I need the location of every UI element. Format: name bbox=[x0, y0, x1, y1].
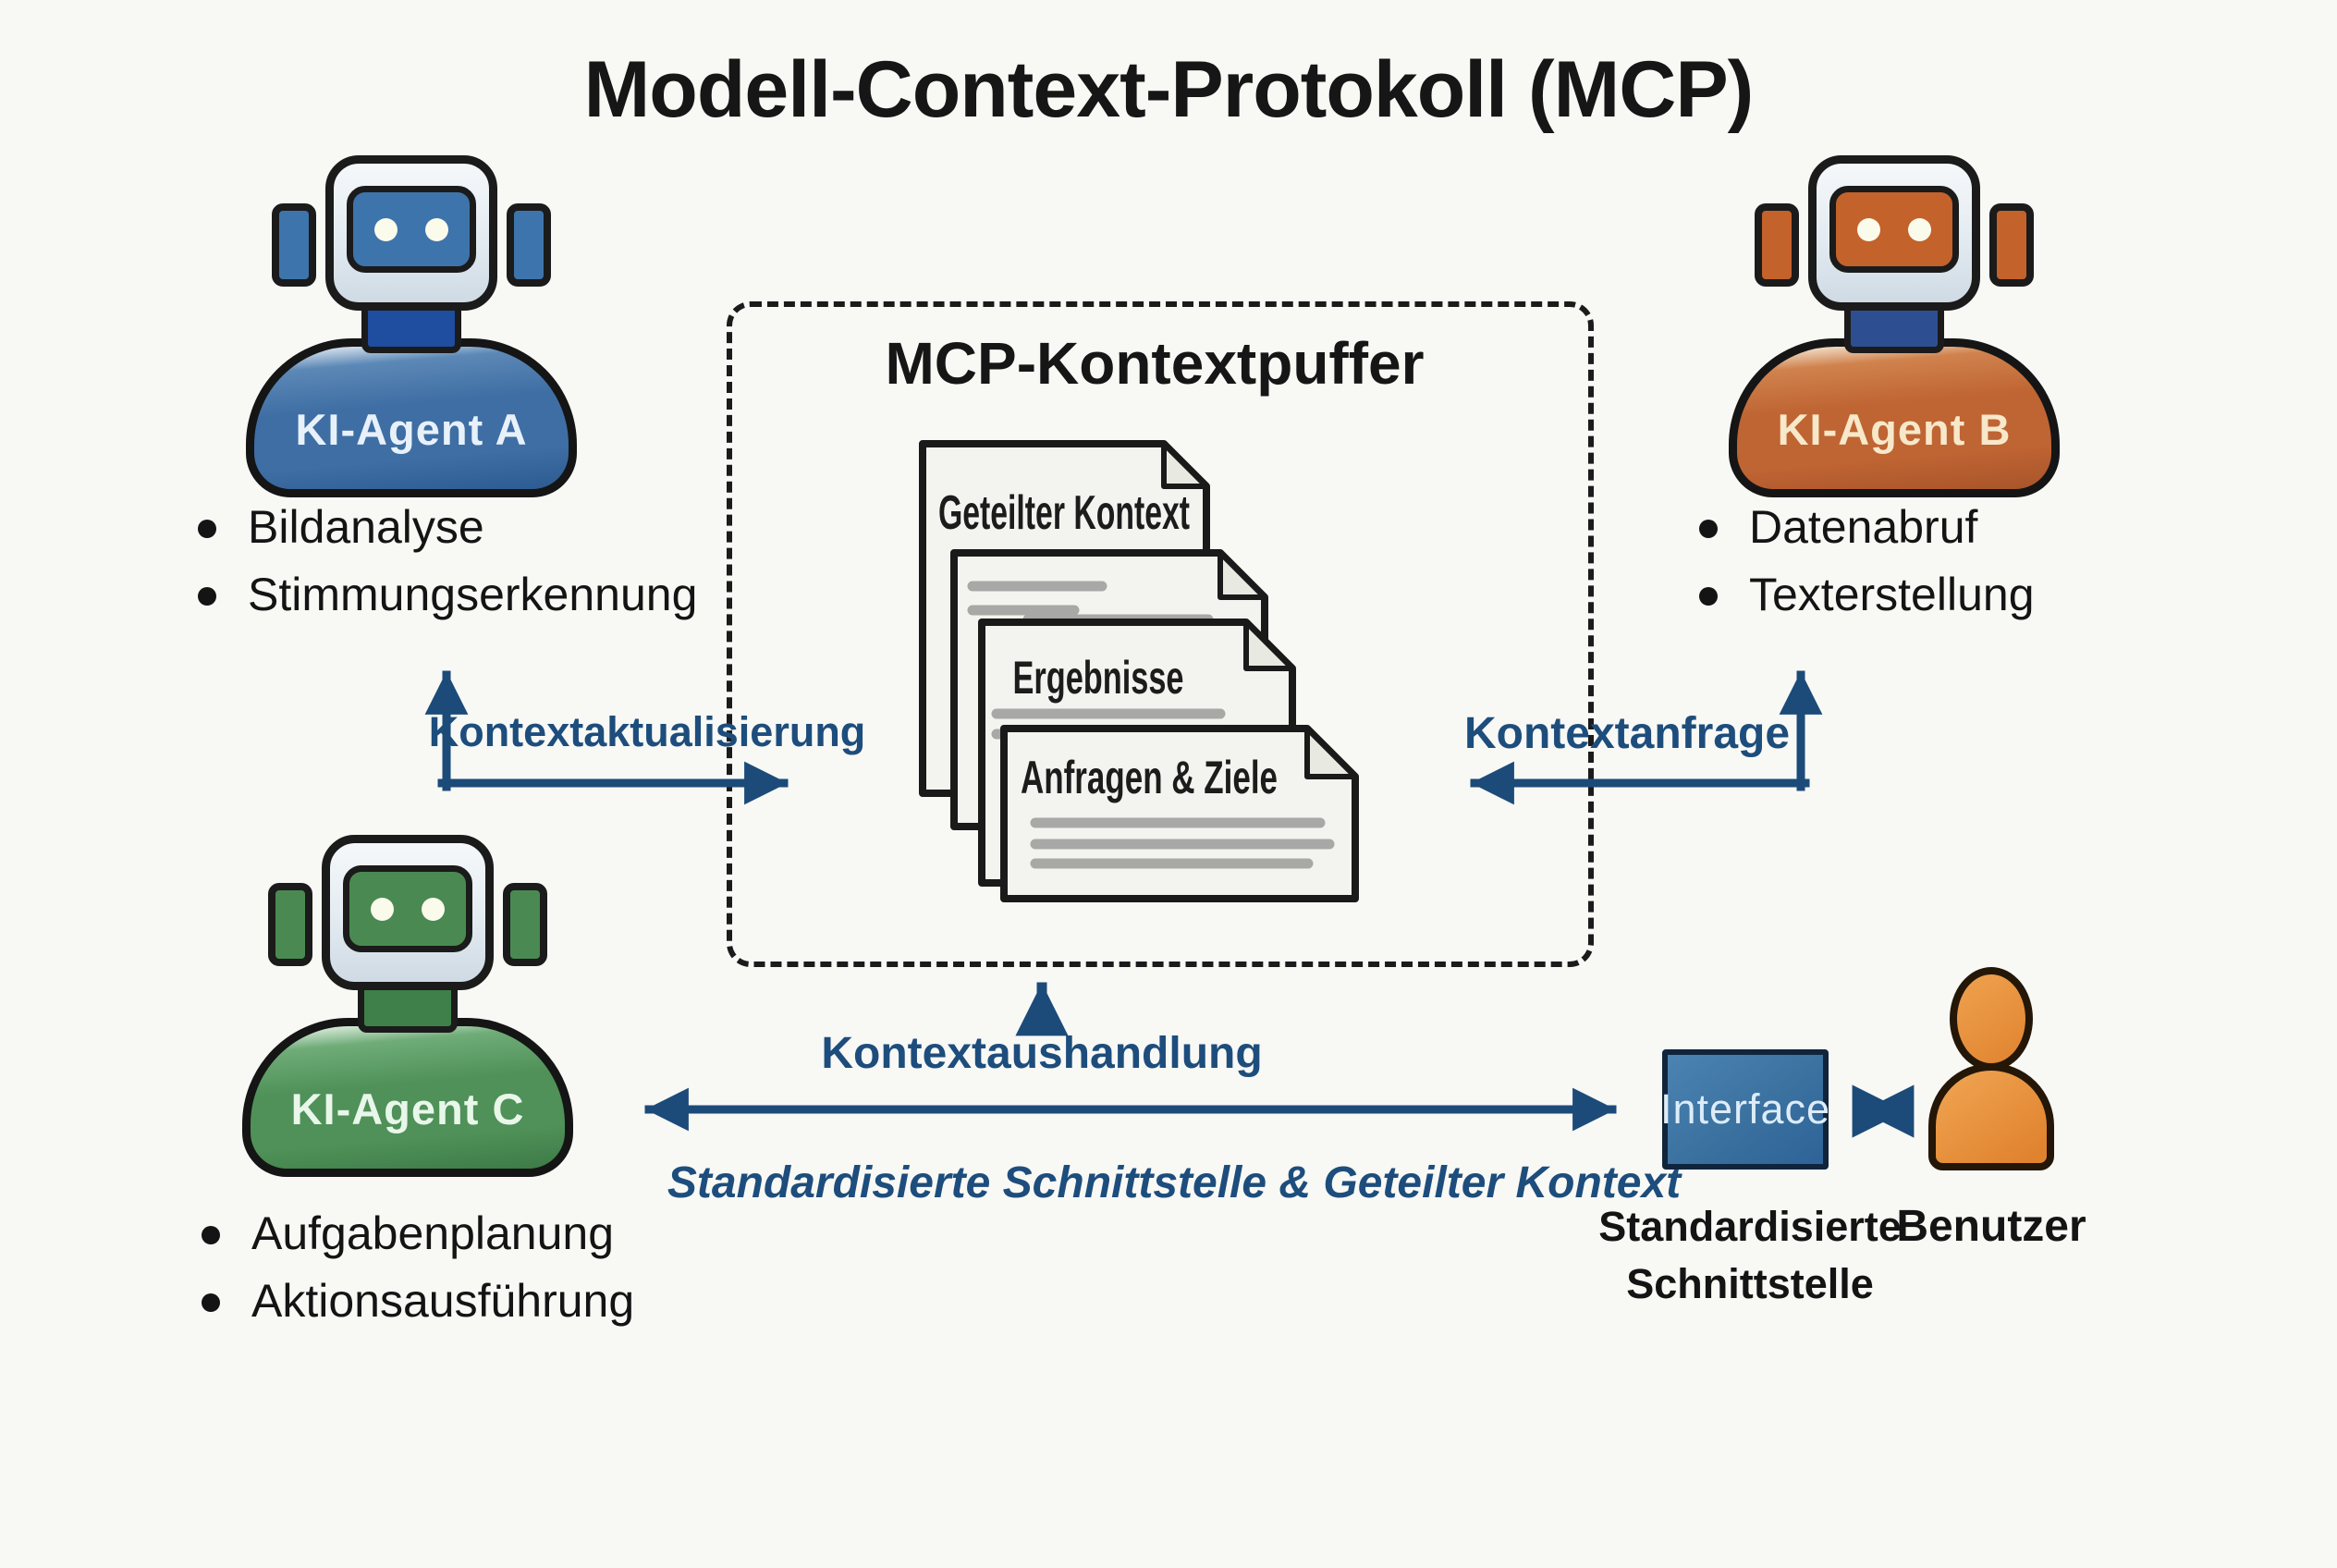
list-item: Datenabruf bbox=[1692, 494, 2035, 561]
page-fold-icon bbox=[1161, 441, 1209, 489]
robot-ear-icon bbox=[272, 203, 316, 287]
mcp-context-buffer-box bbox=[727, 301, 1594, 967]
ki-agent-c-robot-icon: KI-Agent C bbox=[242, 835, 573, 1177]
shared-context-document-stack: Geteilter Kontext Ergebnisse Anfragen & … bbox=[919, 440, 1359, 902]
robot-face-icon bbox=[347, 186, 476, 273]
user-body-icon bbox=[1928, 1063, 2054, 1170]
robot-eye-icon bbox=[374, 217, 398, 241]
robot-eye-icon bbox=[425, 217, 448, 241]
doc-label-geteilter-kontext: Geteilter Kontext bbox=[938, 486, 1190, 540]
buffer-title: MCP-Kontextpuffer bbox=[885, 330, 1425, 397]
robot-eye-icon bbox=[1908, 217, 1931, 241]
list-item: Texterstellung bbox=[1692, 561, 2035, 629]
robot-head-icon bbox=[322, 835, 494, 990]
page-fold-icon bbox=[1217, 550, 1267, 600]
agent-a-name: KI-Agent A bbox=[295, 404, 528, 454]
robot-ear-icon bbox=[1989, 203, 2034, 287]
kontextaushandlung-label: Kontextaushandlung bbox=[821, 1029, 1263, 1078]
document-icon-anfragen-ziele bbox=[1000, 725, 1359, 902]
page-fold-icon bbox=[1304, 726, 1358, 779]
interface-box: Interface bbox=[1659, 1049, 1831, 1170]
doc-label-ergebnisse: Ergebnisse bbox=[1013, 652, 1184, 704]
interface-caption-line2: Schnittstelle bbox=[1626, 1260, 1874, 1307]
interface-label: Interface bbox=[1659, 1085, 1831, 1133]
flow-arrows bbox=[424, 670, 1915, 1138]
robot-face-icon bbox=[1829, 186, 1959, 273]
kontextaktualisierung-label: Kontextaktualisierung bbox=[428, 708, 866, 755]
kontextanfrage-label: Kontextanfrage bbox=[1463, 709, 1791, 758]
list-item: Bildanalyse bbox=[190, 494, 697, 561]
robot-head-icon bbox=[1808, 155, 1980, 311]
ki-agent-a-robot-icon: KI-Agent A bbox=[246, 155, 577, 497]
agent-c-name: KI-Agent C bbox=[290, 1084, 525, 1133]
robot-head-icon bbox=[325, 155, 497, 311]
robot-ear-icon bbox=[503, 883, 547, 966]
page-title: Modell-Context-Protokoll (MCP) bbox=[583, 45, 1755, 134]
robot-eye-icon bbox=[371, 897, 394, 921]
robot-face-icon bbox=[343, 865, 472, 952]
benutzer-label: Benutzer bbox=[1896, 1202, 2086, 1251]
agent-c-capability-list: Aufgabenplanung Aktionsausführung bbox=[194, 1200, 634, 1335]
interface-caption-line1: Standardisierte bbox=[1598, 1203, 1902, 1250]
list-item: Aktionsausführung bbox=[194, 1268, 634, 1335]
agent-b-name: KI-Agent B bbox=[1777, 404, 2012, 454]
robot-ear-icon bbox=[1755, 203, 1799, 287]
page-fold-icon bbox=[1243, 619, 1295, 671]
robot-ear-icon bbox=[507, 203, 551, 287]
interface-caption: Standardisierte Schnittstelle bbox=[1598, 1198, 1902, 1313]
robot-eye-icon bbox=[1857, 217, 1880, 241]
list-item: Stimmungserkennung bbox=[190, 561, 697, 629]
robot-eye-icon bbox=[422, 897, 445, 921]
agent-a-capability-list: Bildanalyse Stimmungserkennung bbox=[190, 494, 697, 629]
doc-label-anfragen-ziele: Anfragen & Ziele bbox=[1021, 752, 1278, 803]
benutzer-user-icon bbox=[1928, 967, 2054, 1170]
shared-interface-caption: Standardisierte Schnittstelle & Geteilte… bbox=[667, 1158, 1682, 1207]
agent-b-capability-list: Datenabruf Texterstellung bbox=[1692, 494, 2035, 629]
list-item: Aufgabenplanung bbox=[194, 1200, 634, 1268]
robot-ear-icon bbox=[268, 883, 312, 966]
ki-agent-b-robot-icon: KI-Agent B bbox=[1729, 155, 2060, 497]
